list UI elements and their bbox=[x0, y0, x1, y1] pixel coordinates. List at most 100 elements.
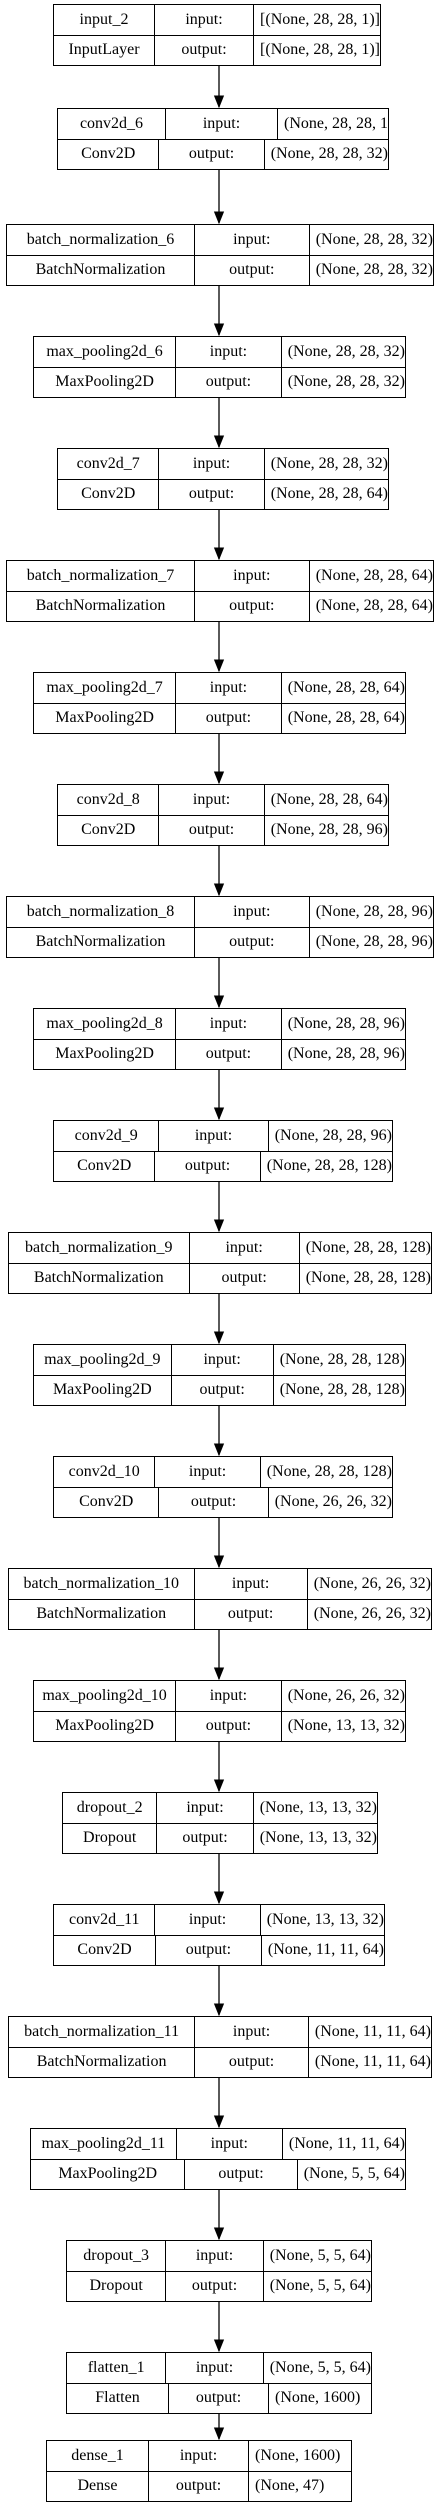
layer-name: max_pooling2d_10 bbox=[34, 1681, 177, 1711]
input-shape: (None, 5, 5, 64) bbox=[269, 2247, 371, 2264]
input-label: input: bbox=[176, 673, 282, 703]
layer-name: conv2d_9 bbox=[54, 1121, 160, 1151]
output-label: output: bbox=[159, 1487, 269, 1517]
output-label: output: bbox=[155, 35, 255, 65]
layer-name: dense_1 bbox=[47, 2441, 149, 2471]
input-label: input: bbox=[176, 1009, 282, 1039]
layer-name: batch_normalization_11 bbox=[9, 2017, 196, 2047]
output-shape: (None, 28, 28, 96) bbox=[315, 933, 433, 950]
layer-name: conv2d_7 bbox=[58, 449, 160, 479]
input-label: input: bbox=[195, 897, 310, 927]
layer-type: BatchNormalization bbox=[7, 591, 195, 621]
output-label: output: bbox=[195, 2047, 309, 2077]
input-label: input: bbox=[177, 2129, 283, 2159]
layer-type: BatchNormalization bbox=[7, 255, 195, 285]
layer-type: MaxPooling2D bbox=[34, 367, 177, 397]
output-label: output: bbox=[157, 1823, 254, 1853]
output-shape: (None, 28, 28, 32) bbox=[287, 373, 405, 390]
input-shape: (None, 26, 26, 32) bbox=[313, 1575, 431, 1592]
output-label: output: bbox=[172, 1375, 274, 1405]
input-label: input: bbox=[166, 109, 278, 139]
layer-type: Flatten bbox=[67, 2383, 169, 2413]
layer-type: MaxPooling2D bbox=[34, 1711, 177, 1741]
output-shape: (None, 13, 13, 32) bbox=[287, 1717, 405, 1734]
layer-type: MaxPooling2D bbox=[34, 1039, 177, 1069]
layer-name: conv2d_11 bbox=[54, 1905, 156, 1935]
layer-name: flatten_1 bbox=[67, 2353, 167, 2383]
output-shape: (None, 47) bbox=[255, 2477, 325, 2494]
output-label: output: bbox=[195, 927, 310, 957]
output-label: output: bbox=[195, 255, 310, 285]
output-shape: (None, 28, 28, 32) bbox=[270, 145, 388, 162]
output-shape: (None, 28, 28, 64) bbox=[270, 485, 388, 502]
input-label: input: bbox=[166, 2241, 264, 2271]
input-shape: (None, 28, 28, 96) bbox=[315, 903, 433, 920]
input-shape: (None, 28, 28, 32) bbox=[270, 455, 388, 472]
output-label: output: bbox=[195, 1599, 308, 1629]
output-label: output: bbox=[176, 1039, 282, 1069]
output-shape: (None, 28, 28, 96) bbox=[287, 1045, 405, 1062]
output-shape: (None, 28, 28, 32) bbox=[315, 261, 433, 278]
input-label: input: bbox=[190, 1233, 300, 1263]
layer-name: batch_normalization_10 bbox=[9, 1569, 195, 1599]
layer-type: Dropout bbox=[67, 2271, 167, 2301]
output-label: output: bbox=[176, 367, 282, 397]
input-label: input: bbox=[172, 1345, 274, 1375]
layer-type: Conv2D bbox=[58, 815, 160, 845]
output-label: output: bbox=[149, 2471, 249, 2501]
layer-type: BatchNormalization bbox=[9, 1263, 190, 1293]
layer-name: dropout_3 bbox=[67, 2241, 167, 2271]
input-shape: (None, 28, 28, 64) bbox=[315, 567, 433, 584]
input-label: input: bbox=[166, 2353, 264, 2383]
input-shape: (None, 28, 28, 128) bbox=[266, 1463, 392, 1480]
input-shape: (None, 28, 28, 128) bbox=[305, 1239, 431, 1256]
layer-name: max_pooling2d_8 bbox=[34, 1009, 177, 1039]
layer-name: conv2d_8 bbox=[58, 785, 160, 815]
input-label: input: bbox=[176, 1681, 282, 1711]
output-label: output: bbox=[159, 815, 265, 845]
output-shape: (None, 11, 11, 64) bbox=[314, 2053, 431, 2070]
layer-type: Conv2D bbox=[54, 1487, 160, 1517]
input-shape: (None, 11, 11, 64) bbox=[288, 2135, 405, 2152]
layer-name: batch_normalization_9 bbox=[9, 1233, 190, 1263]
output-label: output: bbox=[176, 703, 282, 733]
input-label: input: bbox=[195, 1569, 308, 1599]
input-label: input: bbox=[159, 1121, 269, 1151]
output-shape: (None, 28, 28, 128) bbox=[305, 1269, 431, 1286]
input-label: input: bbox=[176, 337, 282, 367]
